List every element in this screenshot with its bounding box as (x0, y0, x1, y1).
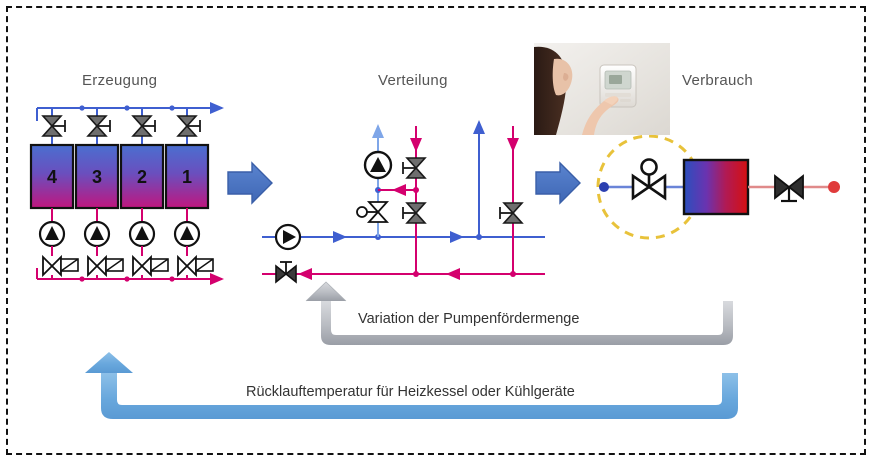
distribution-group (262, 120, 545, 284)
heat-exchanger[interactable] (682, 158, 750, 216)
motorized-valve[interactable] (177, 254, 214, 278)
butterfly-valve[interactable] (86, 115, 111, 137)
thermostat-photo-illustration (534, 43, 670, 135)
consumption-group (596, 134, 840, 240)
circulation-pump[interactable] (173, 220, 201, 248)
three-way-mixing-valve[interactable] (356, 201, 390, 223)
balancing-valve[interactable] (499, 202, 524, 224)
supply-terminal-dot (599, 182, 609, 192)
return-temperature-feedback-label: Rücklauftemperatur für Heizkessel oder K… (246, 384, 575, 400)
boiler-unit[interactable]: 1 (164, 108, 214, 279)
butterfly-valve[interactable] (41, 115, 66, 137)
generation-return-header (36, 268, 224, 285)
generation-group: 4 (29, 102, 224, 285)
motorized-valve[interactable] (42, 254, 79, 278)
main-circulation-pump[interactable] (274, 223, 302, 251)
balancing-valve[interactable] (402, 157, 427, 179)
arrow-generation-to-distribution (227, 161, 273, 205)
motorized-valve[interactable] (87, 254, 124, 278)
section-label-generation: Erzeugung (82, 72, 158, 89)
section-label-consumption: Verbrauch (682, 72, 754, 89)
motorized-valve[interactable] (132, 254, 169, 278)
pump-flow-feedback-label: Variation der Pumpenfördermenge (358, 311, 580, 327)
balancing-valve[interactable] (275, 261, 297, 284)
boiler-label: 2 (137, 167, 147, 187)
arrow-distribution-to-consumption (535, 161, 581, 205)
return-riser-1 (410, 126, 422, 274)
secondary-pump[interactable] (363, 150, 393, 180)
pump-flow-feedback-arrow (305, 281, 733, 345)
boiler-unit[interactable]: 4 (29, 108, 79, 279)
return-temperature-feedback-arrow (85, 352, 738, 419)
generation-supply-header (36, 102, 224, 121)
circulation-pump[interactable] (83, 220, 111, 248)
boiler-unit[interactable]: 2 (119, 108, 169, 279)
thermostat-photo (534, 43, 670, 135)
outlet-terminal-dot (828, 181, 840, 193)
boiler-label: 3 (92, 167, 102, 187)
circulation-pump[interactable] (38, 220, 66, 248)
section-label-distribution: Verteilung (378, 72, 448, 89)
butterfly-valve[interactable] (131, 115, 156, 137)
thermostatic-control-valve[interactable] (631, 158, 667, 201)
boiler-label: 4 (47, 167, 57, 187)
boiler-label: 1 (182, 167, 192, 187)
circulation-pump[interactable] (128, 220, 156, 248)
butterfly-valve[interactable] (176, 115, 201, 137)
boiler-unit[interactable]: 3 (74, 108, 124, 279)
return-balancing-valve[interactable] (774, 174, 804, 203)
balancing-valve[interactable] (402, 202, 427, 224)
